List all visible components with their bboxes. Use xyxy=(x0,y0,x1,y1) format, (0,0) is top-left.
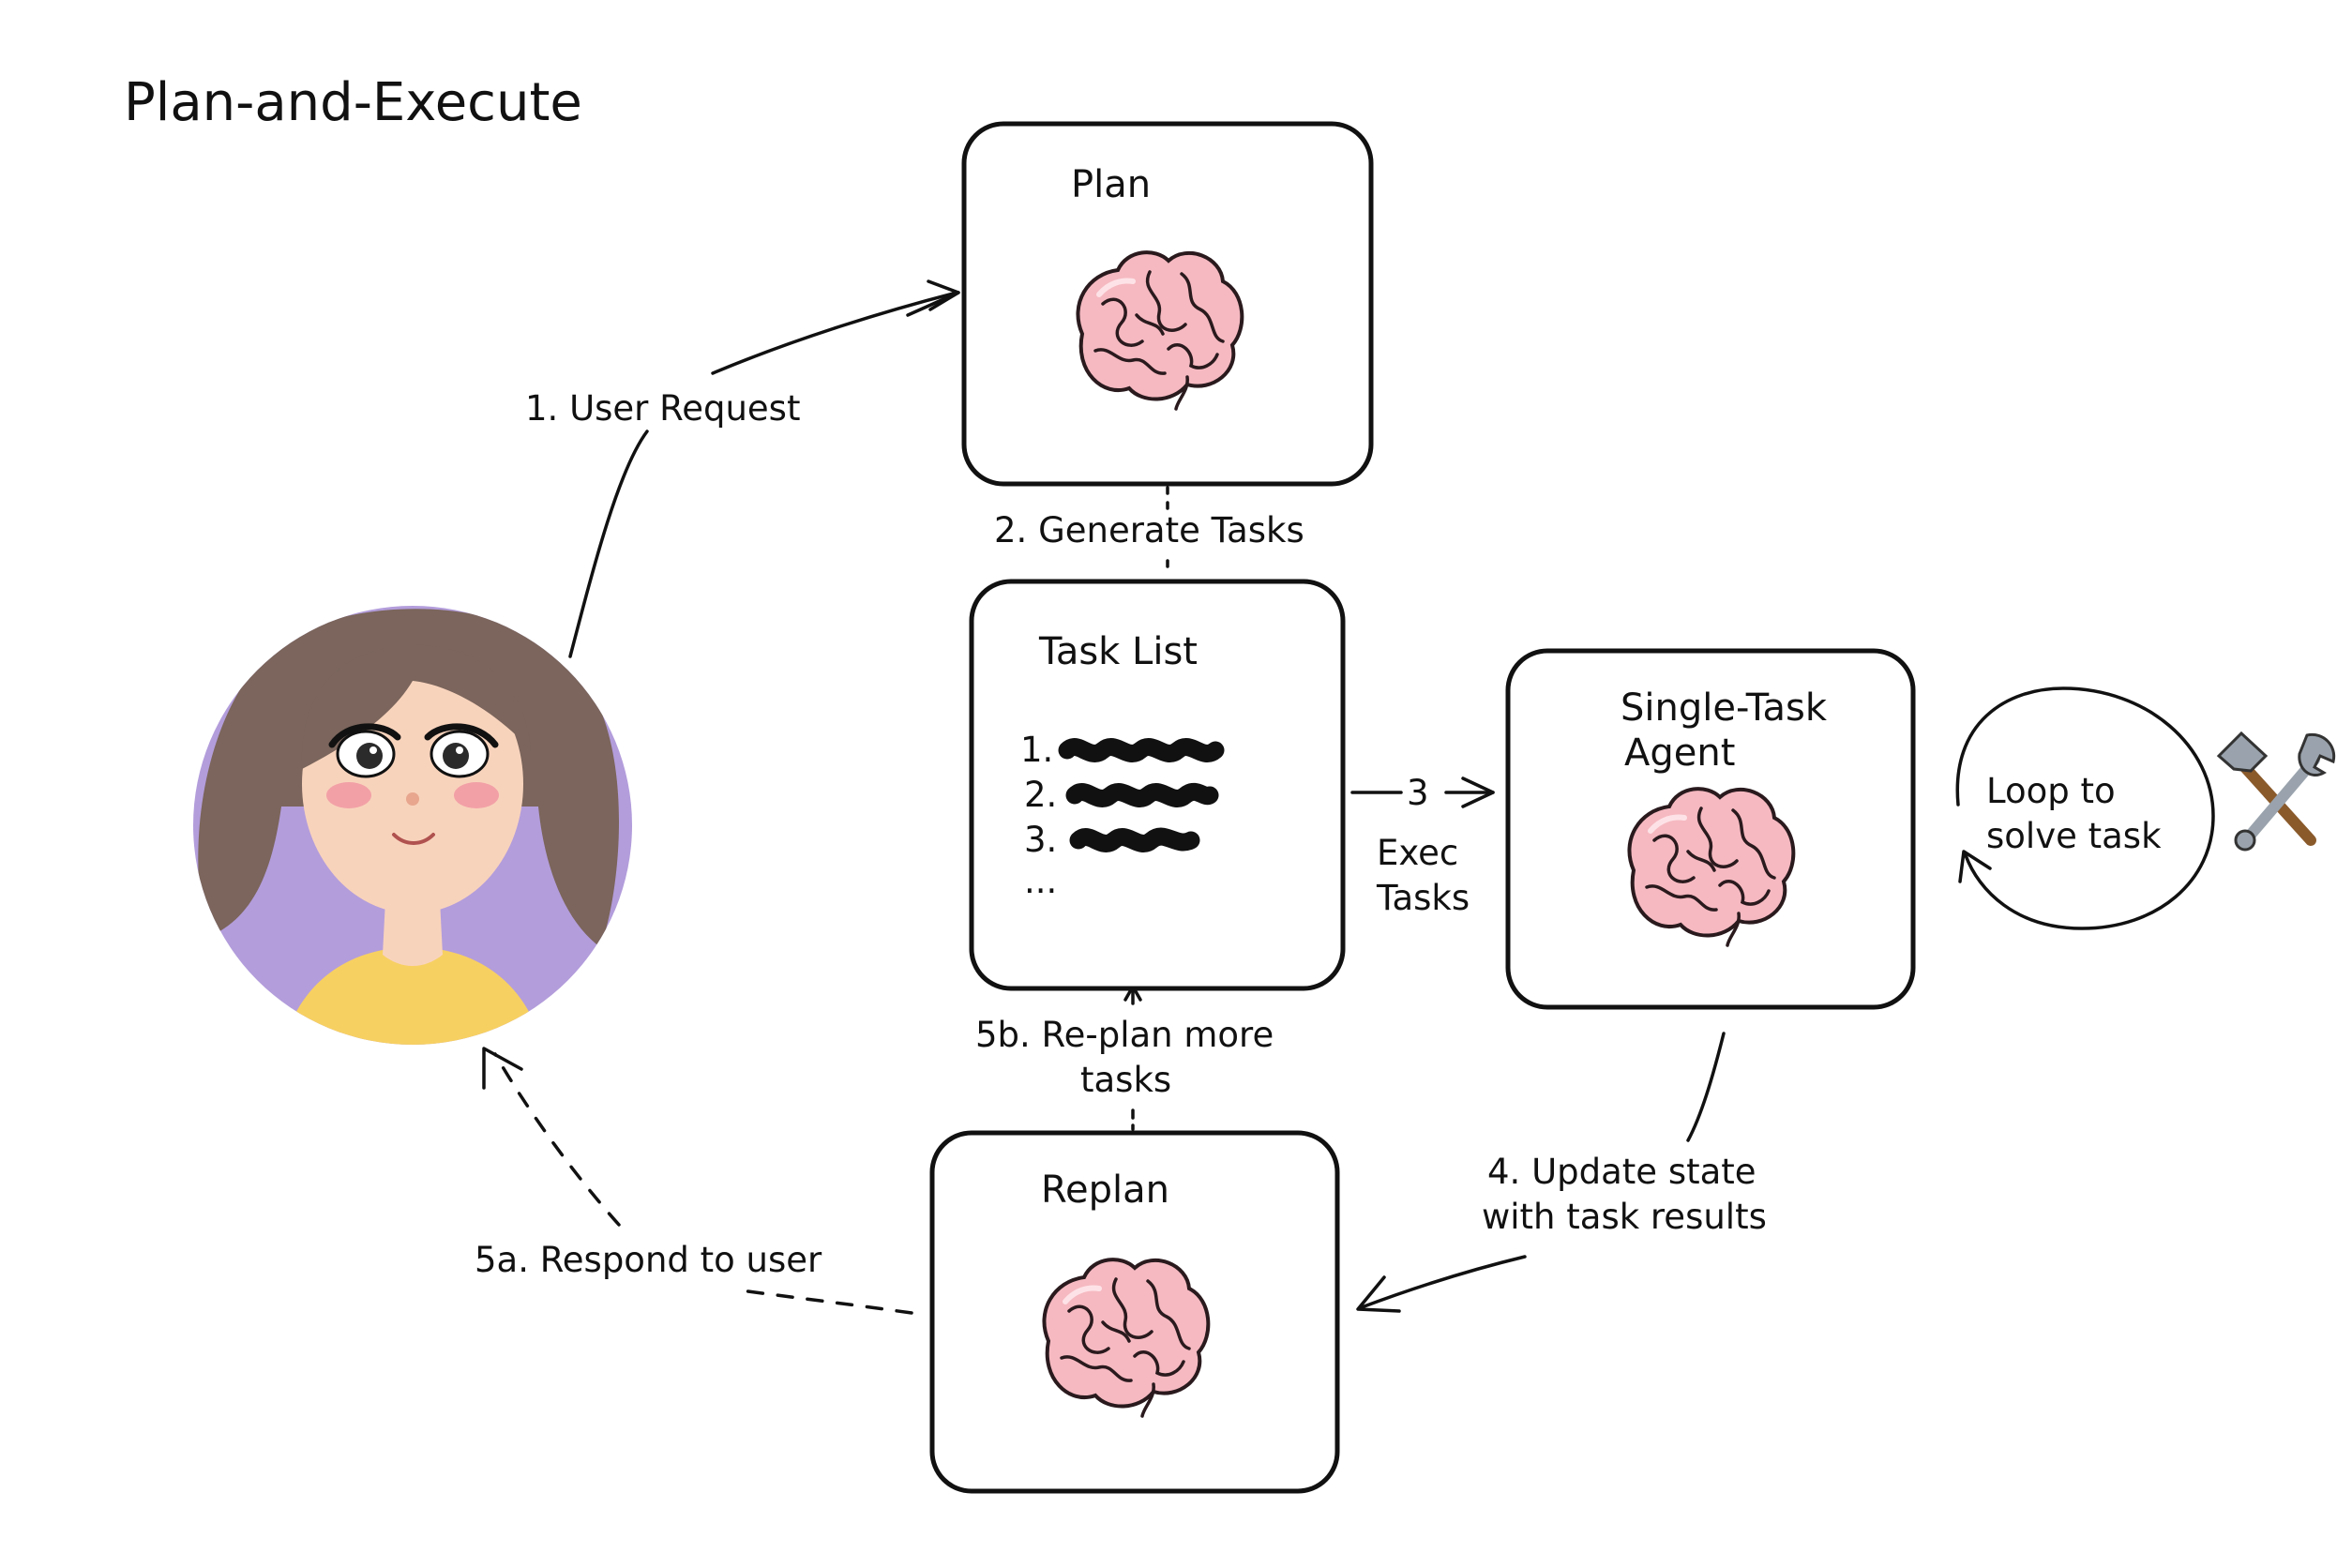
task-item-number: 1. xyxy=(1020,730,1053,770)
respond-to-user-label: 5a. Respond to user xyxy=(475,1240,822,1280)
loop-arrow xyxy=(1955,686,2215,930)
replan-more-label-line1: 5b. Re-plan more xyxy=(975,1015,1274,1055)
diagram-title: Plan-and-Execute xyxy=(124,72,582,133)
task-item-scribble xyxy=(1065,782,1219,807)
edge-update-state xyxy=(1356,1032,1726,1313)
exec-number-label: 3 xyxy=(1407,773,1429,813)
edge-respond-to-user xyxy=(482,1047,913,1315)
generate-tasks-label: 2. Generate Tasks xyxy=(994,510,1304,550)
exec-label-line1: Exec xyxy=(1377,833,1458,873)
edge-user-request xyxy=(568,279,960,658)
edge-exec-tasks xyxy=(1350,776,1495,808)
exec-label-line2: Tasks xyxy=(1376,878,1470,918)
edge-replan-more-tasks xyxy=(1123,985,1142,1131)
loop-label-line1: Loop to xyxy=(1986,771,2116,811)
replan-label: Replan xyxy=(1041,1168,1169,1212)
hammer-wrench-icon xyxy=(2216,731,2336,852)
task-item-scribble xyxy=(1069,827,1200,852)
task-list-label: Task List xyxy=(1038,630,1198,673)
user-request-label: 1. User Request xyxy=(525,388,800,429)
loop-label-line2: solve task xyxy=(1986,816,2162,856)
task-item-number: 3. xyxy=(1024,820,1057,860)
replan-more-label-line2: tasks xyxy=(1080,1060,1171,1100)
task-item-scribble xyxy=(1058,738,1225,762)
agent-label-line2: Agent xyxy=(1624,731,1735,775)
agent-label-line1: Single-Task xyxy=(1621,686,1828,730)
update-state-label-line2: with task results xyxy=(1482,1197,1767,1237)
task-item-ellipsis: ... xyxy=(1024,861,1057,901)
update-state-label-line1: 4. Update state xyxy=(1487,1152,1756,1192)
user-avatar-icon xyxy=(193,606,632,1045)
plan-label: Plan xyxy=(1071,163,1151,206)
task-item-number: 2. xyxy=(1024,775,1057,815)
